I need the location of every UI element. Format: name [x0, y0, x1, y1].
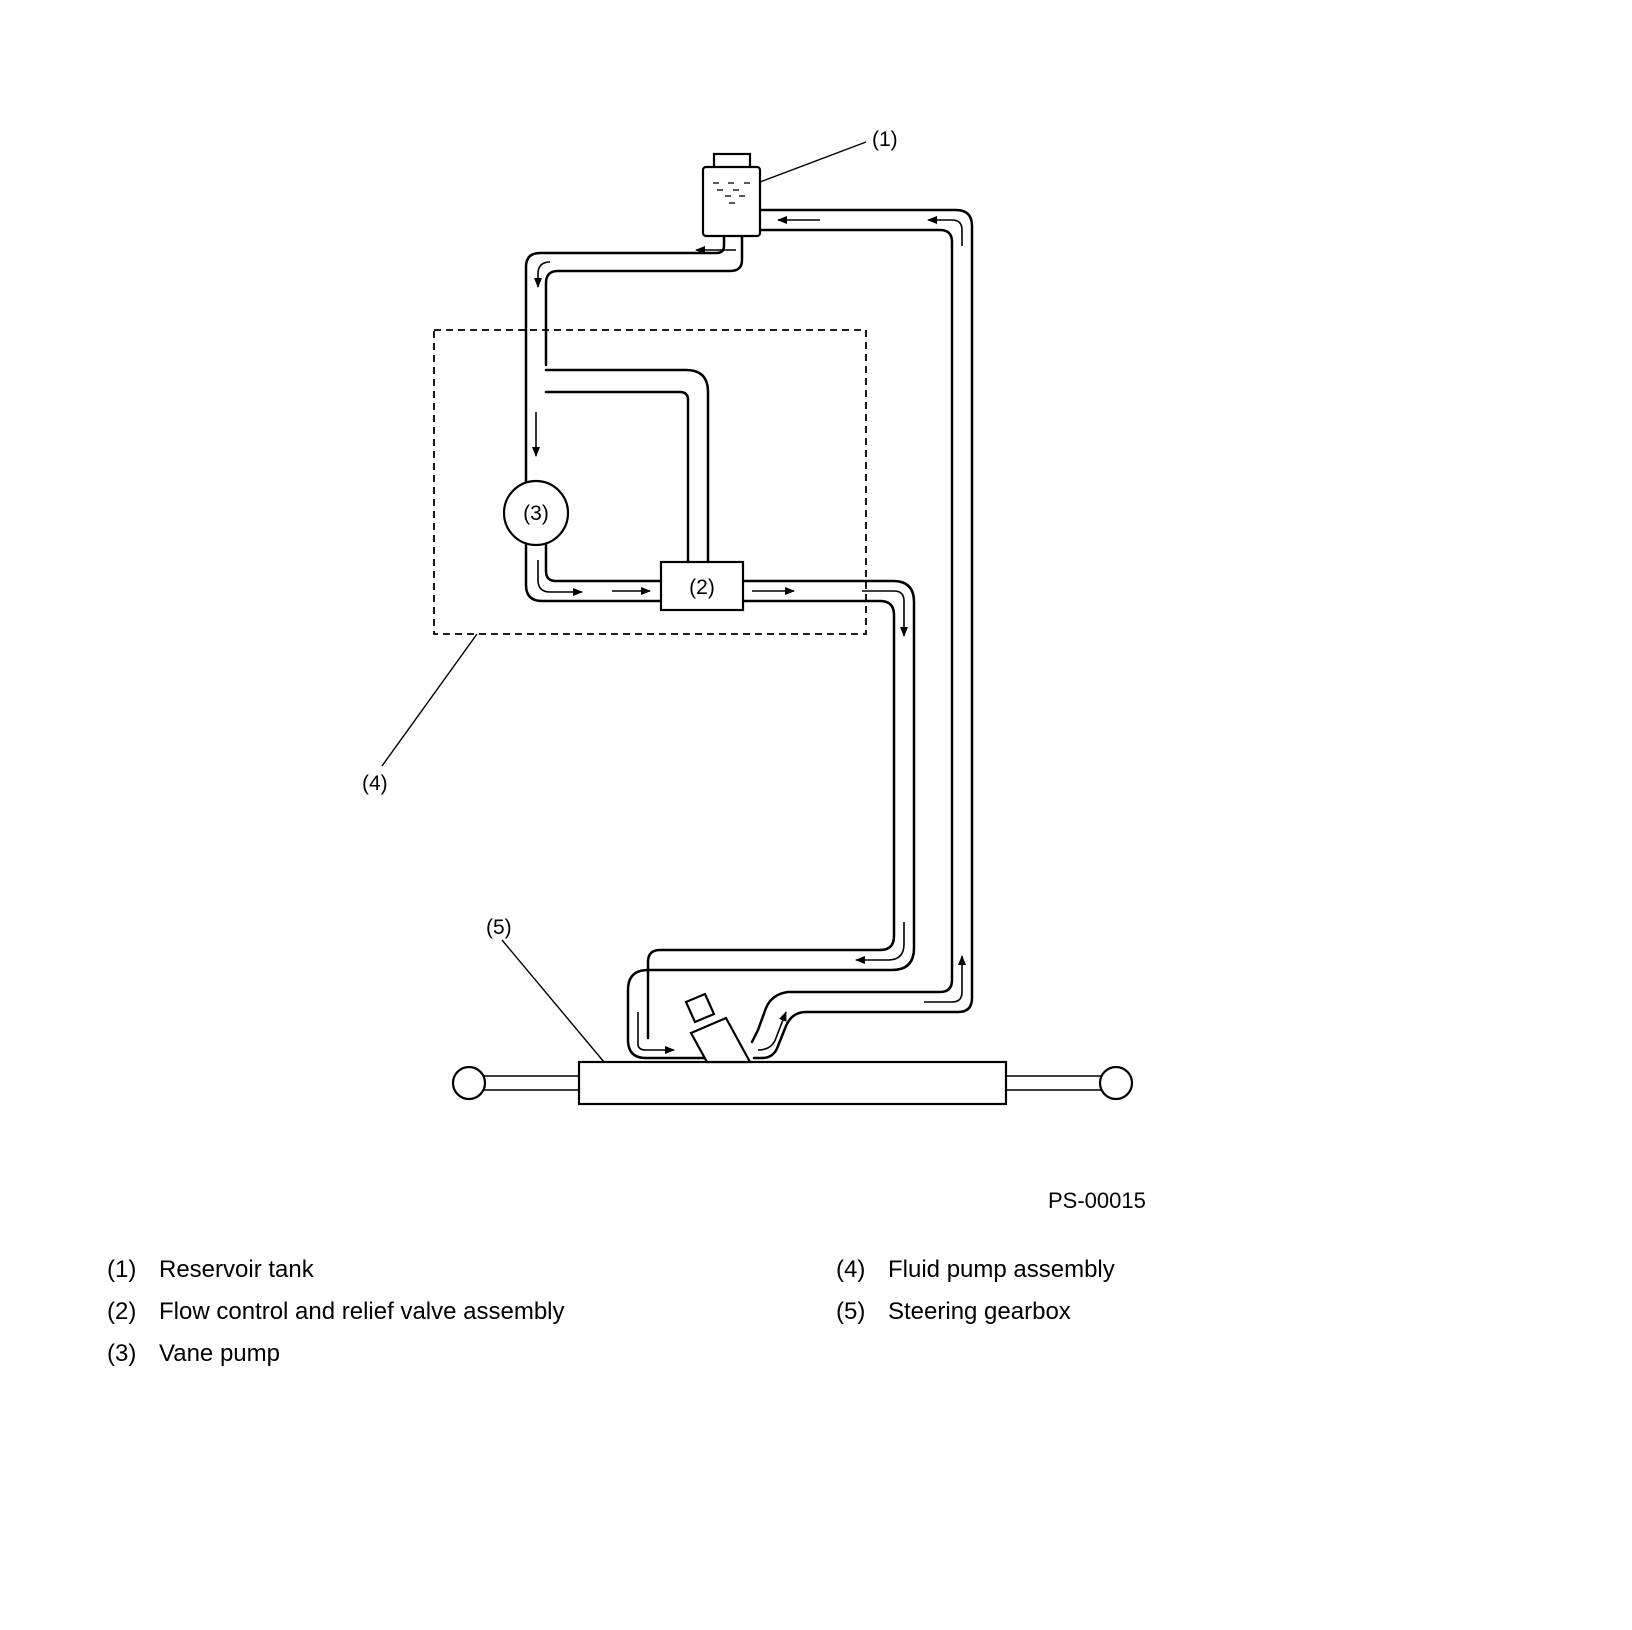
vane-pump [502, 479, 570, 547]
flow-arrow [855, 922, 905, 964]
callout-3: (3) [523, 502, 549, 525]
gearbox-valve-housing [684, 992, 752, 1064]
callout-4: (4) [362, 772, 388, 795]
bypass-pipe [544, 368, 710, 563]
figure-id: PS-00015 [1048, 1188, 1146, 1213]
legend-label: Reservoir tank [159, 1256, 314, 1283]
flow-arrow [537, 560, 583, 596]
gearbox-housing [577, 1060, 1008, 1106]
legend-label: Fluid pump assembly [888, 1256, 1115, 1283]
legend-number: (2) [107, 1298, 137, 1325]
leader-4 [381, 633, 478, 767]
callout-5: (5) [486, 916, 512, 939]
flow-arrow [924, 955, 966, 1003]
legend-number: (4) [836, 1256, 866, 1283]
tie-rod-end-left [451, 1065, 487, 1101]
leader-1 [759, 141, 867, 183]
flow-arrow [927, 216, 963, 246]
supply-pipe [524, 234, 744, 485]
legend-number: (3) [107, 1340, 137, 1367]
callout-2: (2) [689, 576, 715, 599]
legend-number: (5) [836, 1298, 866, 1325]
steering-gearbox [451, 992, 1134, 1106]
return-pipe [750, 208, 974, 1060]
flow-arrow [534, 261, 551, 288]
tie-rod-end-right [1098, 1065, 1134, 1101]
legend-number: (1) [107, 1256, 137, 1283]
flow-control-valve [659, 560, 745, 612]
pump-assembly-boundary [433, 329, 867, 635]
flow-arrows [532, 216, 966, 1054]
legend-label: Vane pump [159, 1340, 280, 1367]
pressure-pipe [626, 579, 916, 1060]
leader-5 [501, 939, 605, 1063]
flow-arrow [862, 590, 908, 637]
flow-arrow [757, 1011, 787, 1051]
reservoir-tank [701, 152, 762, 238]
legend-label: Steering gearbox [888, 1298, 1071, 1325]
pump-to-valve-pipe [524, 541, 663, 603]
callout-1: (1) [872, 128, 898, 151]
legend-label: Flow control and relief valve assembly [159, 1298, 565, 1325]
flow-arrow [637, 1012, 675, 1054]
